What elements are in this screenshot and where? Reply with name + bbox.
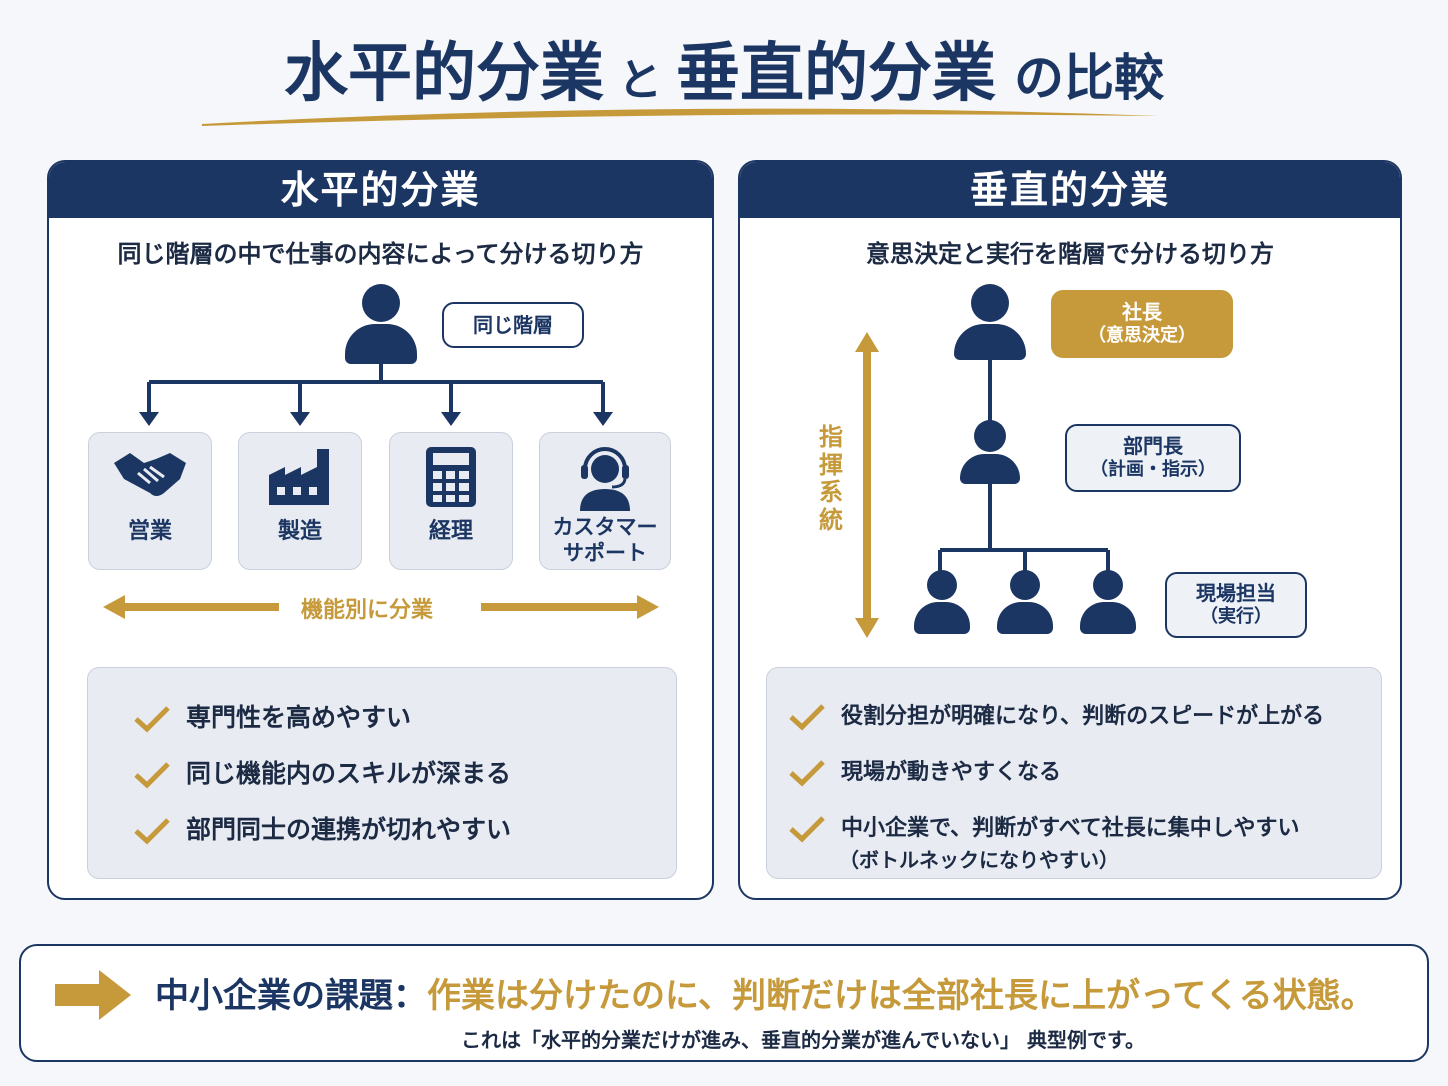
function-label: 経理 bbox=[428, 519, 473, 544]
right-panel-subtitle: 意思決定と実行を階層で分ける切り方 bbox=[866, 240, 1274, 268]
benefit-item: 現場が動きやすくなる bbox=[787, 754, 1061, 787]
same-level-tag: 同じ階層 bbox=[442, 302, 584, 348]
function-customer-support: カスタマー サポート bbox=[539, 432, 671, 570]
headset-icon bbox=[540, 445, 670, 515]
function-sales: 営業 bbox=[88, 432, 212, 570]
handshake-icon bbox=[89, 445, 211, 515]
check-icon bbox=[789, 760, 825, 787]
left-panel-subtitle: 同じ階層の中で仕事の内容によって分ける切り方 bbox=[117, 240, 644, 268]
title-underline bbox=[202, 108, 1158, 126]
manager-person-icon bbox=[345, 284, 417, 366]
factory-icon bbox=[239, 445, 361, 515]
function-tree-connector bbox=[139, 362, 613, 426]
role-detail: （意思決定） bbox=[1088, 325, 1196, 347]
benefit-item: 部門同士の連携が切れやすい bbox=[132, 810, 511, 846]
title-part1: 水平的分業 bbox=[284, 37, 604, 111]
bottleneck-note: （ボトルネックになりやすい） bbox=[839, 848, 1119, 872]
arrow-right-icon bbox=[55, 970, 131, 1020]
title-part2: 垂直的分業 bbox=[676, 37, 996, 111]
function-label: 営業 bbox=[127, 519, 172, 544]
role-title: 現場担当 bbox=[1196, 581, 1276, 606]
sme-issue-highlight: 作業は分けたのに、判断だけは全部社長に上がってくる状態。 bbox=[427, 976, 1375, 1016]
title-connector: と bbox=[618, 55, 662, 106]
function-manufacturing: 製造 bbox=[238, 432, 362, 570]
role-title: 部門長 bbox=[1123, 434, 1183, 459]
check-icon bbox=[134, 762, 170, 789]
role-title: 社長 bbox=[1122, 300, 1162, 325]
chain-of-command-arrow bbox=[855, 332, 879, 638]
sme-issue-subtext: これは「水平的分業だけが進み、垂直的分業が進んでいない」 典型例です。 bbox=[461, 1028, 1145, 1052]
sme-issue-statement: 中小企業の課題：作業は分けたのに、判断だけは全部社長に上がってくる状態。 bbox=[155, 968, 1375, 1017]
functional-split-label: 機能別に分業 bbox=[301, 598, 434, 623]
check-icon bbox=[134, 706, 170, 733]
check-icon bbox=[789, 816, 825, 843]
function-label: カスタマー bbox=[552, 515, 658, 539]
page-title: 水平的分業と垂直的分業の比較 bbox=[0, 22, 1448, 114]
function-label: 製造 bbox=[277, 519, 322, 544]
vertical-division-panel: 垂直的分業 意思決定と実行を階層で分ける切り方 指 揮 系 統 社長 （意思決定… bbox=[738, 160, 1402, 900]
field-staff-role-tag: 現場担当 （実行） bbox=[1165, 572, 1307, 638]
president-person-icon bbox=[954, 284, 1026, 360]
function-accounting: 経理 bbox=[389, 432, 513, 570]
check-icon bbox=[789, 704, 825, 731]
department-head-role-tag: 部門長 （計画・指示） bbox=[1065, 424, 1241, 492]
staff-person-icon bbox=[914, 570, 970, 634]
right-benefits-box: 役割分担が明確になり、判断のスピードが上がる 現場が動きやすくなる 中小企業で、… bbox=[766, 667, 1382, 879]
role-detail: （実行） bbox=[1200, 606, 1272, 628]
benefit-item: 役割分担が明確になり、判断のスピードが上がる bbox=[787, 698, 1324, 731]
role-detail: （計画・指示） bbox=[1090, 459, 1216, 481]
benefit-item: 同じ機能内のスキルが深まる bbox=[132, 754, 511, 790]
hierarchy-connector bbox=[938, 352, 1110, 572]
check-icon bbox=[134, 818, 170, 845]
functional-split-arrow bbox=[103, 595, 659, 619]
calculator-icon bbox=[390, 445, 512, 515]
right-panel-header: 垂直的分業 bbox=[740, 162, 1400, 218]
function-label-line2: サポート bbox=[563, 541, 647, 565]
president-role-tag: 社長 （意思決定） bbox=[1051, 290, 1233, 358]
left-panel-header: 水平的分業 bbox=[49, 162, 712, 218]
staff-person-icon bbox=[1080, 570, 1136, 634]
benefit-item: 中小企業で、判断がすべて社長に集中しやすい bbox=[787, 810, 1299, 843]
horizontal-division-panel: 水平的分業 同じ階層の中で仕事の内容によって分ける切り方 同じ階層 bbox=[47, 160, 714, 900]
department-head-person-icon bbox=[960, 420, 1020, 484]
chain-of-command-label: 指 揮 系 統 bbox=[819, 423, 843, 534]
sme-issue-banner: 中小企業の課題：作業は分けたのに、判断だけは全部社長に上がってくる状態。 これは… bbox=[19, 944, 1429, 1062]
staff-person-icon bbox=[997, 570, 1053, 634]
title-suffix: の比較 bbox=[1014, 49, 1164, 107]
benefit-item: 専門性を高めやすい bbox=[132, 698, 411, 734]
left-benefits-box: 専門性を高めやすい 同じ機能内のスキルが深まる 部門同士の連携が切れやすい bbox=[87, 667, 677, 879]
sme-issue-lead: 中小企業の課題： bbox=[155, 976, 427, 1016]
